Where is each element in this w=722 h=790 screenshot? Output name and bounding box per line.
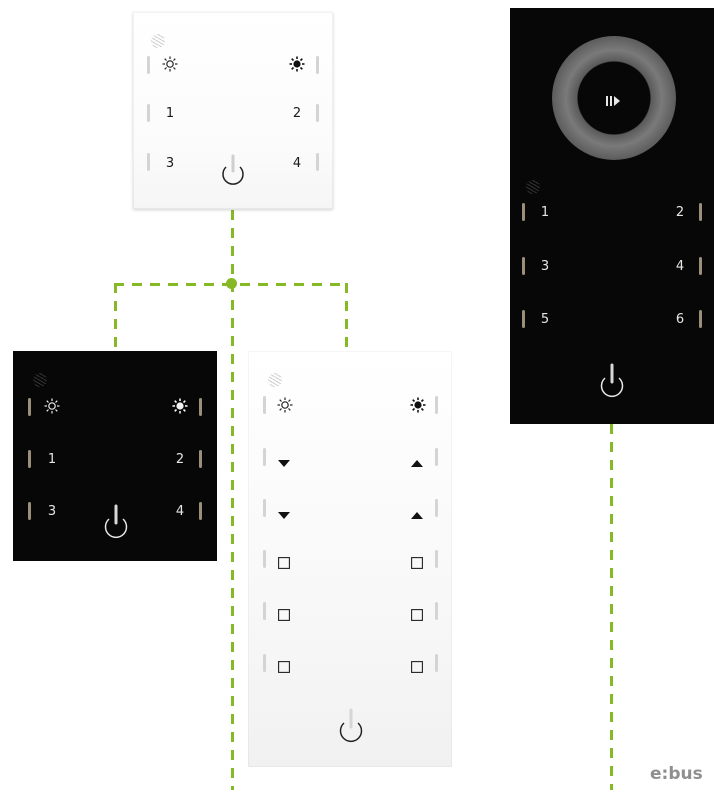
indicator-led [263, 550, 266, 568]
brand-logo-icon [31, 371, 49, 389]
connector-line-right-panel [610, 424, 613, 790]
brand-logo-text: e:bus [650, 764, 703, 784]
button-5-label[interactable]: 5 [540, 312, 550, 327]
connector-junction-dot [226, 278, 237, 289]
indicator-led [263, 654, 266, 672]
button-1-label[interactable]: 1 [47, 452, 57, 467]
square-outline-icon[interactable] [411, 554, 423, 573]
square-outline-icon[interactable] [278, 658, 290, 677]
triangle-up-icon[interactable] [411, 453, 423, 472]
indicator-led [263, 396, 266, 414]
indicator-led [199, 398, 202, 416]
indicator-led [435, 448, 438, 466]
triangle-down-icon[interactable] [278, 453, 290, 472]
button-3-label[interactable]: 3 [165, 156, 175, 171]
indicator-led [316, 104, 319, 122]
indicator-led [316, 153, 319, 171]
indicator-led [28, 450, 31, 468]
switch-panel-white-square: 1 2 3 4 [133, 12, 333, 209]
sun-outline-icon[interactable] [162, 56, 178, 76]
indicator-led [435, 396, 438, 414]
button-4-label[interactable]: 4 [675, 259, 685, 274]
indicator-led [435, 550, 438, 568]
connector-line-center-panel [345, 283, 348, 349]
sun-filled-icon[interactable] [410, 397, 426, 417]
sun-outline-icon[interactable] [277, 397, 293, 417]
connector-line-left-panel [114, 283, 117, 349]
button-4-label[interactable]: 4 [292, 156, 302, 171]
switch-panel-black-tall: 1 2 3 4 5 6 [510, 8, 714, 424]
square-outline-icon[interactable] [278, 554, 290, 573]
indicator-led [316, 56, 319, 74]
indicator-led [522, 203, 525, 221]
indicator-led [28, 502, 31, 520]
indicator-led [263, 499, 266, 517]
square-outline-icon[interactable] [278, 606, 290, 625]
power-icon[interactable] [337, 707, 365, 749]
switch-panel-black-square: 1 2 3 4 [13, 351, 217, 561]
triangle-up-icon[interactable] [411, 505, 423, 524]
brand-logo-icon [266, 371, 284, 389]
power-icon[interactable] [219, 153, 247, 193]
button-1-label[interactable]: 1 [540, 205, 550, 220]
button-2-label[interactable]: 2 [675, 205, 685, 220]
indicator-led [699, 257, 702, 275]
switch-panel-white-tall [248, 351, 452, 767]
indicator-led [522, 310, 525, 328]
button-4-label[interactable]: 4 [175, 504, 185, 519]
indicator-led [435, 654, 438, 672]
triangle-down-icon[interactable] [278, 505, 290, 524]
indicator-led [699, 203, 702, 221]
sun-filled-icon[interactable] [289, 56, 305, 76]
power-icon[interactable] [598, 362, 626, 404]
indicator-led [435, 499, 438, 517]
square-outline-icon[interactable] [411, 658, 423, 677]
indicator-led [199, 502, 202, 520]
brand-logo-icon [524, 178, 542, 196]
power-icon[interactable] [102, 503, 130, 545]
indicator-led [522, 257, 525, 275]
sun-filled-icon[interactable] [172, 398, 188, 418]
indicator-led [263, 602, 266, 620]
indicator-led [435, 602, 438, 620]
indicator-led [199, 450, 202, 468]
button-3-label[interactable]: 3 [47, 504, 57, 519]
connector-line-top-panel [231, 210, 234, 790]
brand-logo-icon [149, 32, 167, 50]
button-2-label[interactable]: 2 [292, 106, 302, 121]
indicator-led [147, 104, 150, 122]
indicator-led [147, 56, 150, 74]
indicator-led [147, 153, 150, 171]
indicator-led [263, 448, 266, 466]
play-pause-icon[interactable] [605, 92, 621, 111]
square-outline-icon[interactable] [411, 606, 423, 625]
button-6-label[interactable]: 6 [675, 312, 685, 327]
button-3-label[interactable]: 3 [540, 259, 550, 274]
button-1-label[interactable]: 1 [165, 106, 175, 121]
button-2-label[interactable]: 2 [175, 452, 185, 467]
indicator-led [699, 310, 702, 328]
indicator-led [28, 398, 31, 416]
sun-outline-icon[interactable] [44, 398, 60, 418]
